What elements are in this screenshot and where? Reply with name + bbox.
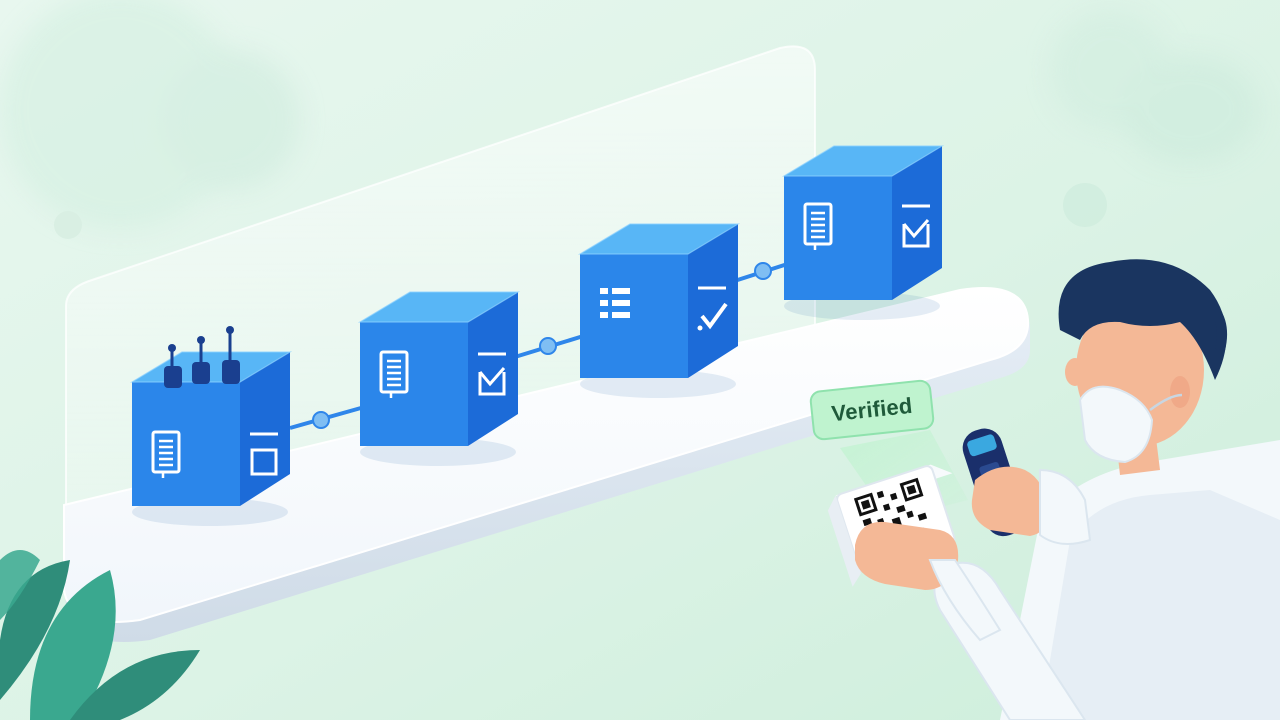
checklist-icon bbox=[478, 352, 506, 396]
block-cube-1 bbox=[131, 326, 291, 527]
verified-badge-label: Verified bbox=[830, 392, 914, 427]
window-icon bbox=[250, 432, 278, 476]
verified-badge-shape bbox=[809, 379, 935, 441]
block-cube-3 bbox=[579, 223, 739, 399]
person bbox=[933, 259, 1280, 720]
list-icon bbox=[600, 288, 630, 318]
left-hand bbox=[855, 521, 959, 590]
head bbox=[1058, 259, 1228, 464]
leaf-icon bbox=[0, 550, 200, 720]
sensor-pins-icon bbox=[164, 326, 240, 388]
block-cube-2 bbox=[359, 291, 519, 467]
background-blobs bbox=[0, 0, 1260, 239]
checklist-icon bbox=[902, 204, 930, 248]
block-cube-4 bbox=[783, 145, 943, 321]
face-mask bbox=[1078, 385, 1154, 464]
checkmark-icon bbox=[697, 286, 728, 331]
